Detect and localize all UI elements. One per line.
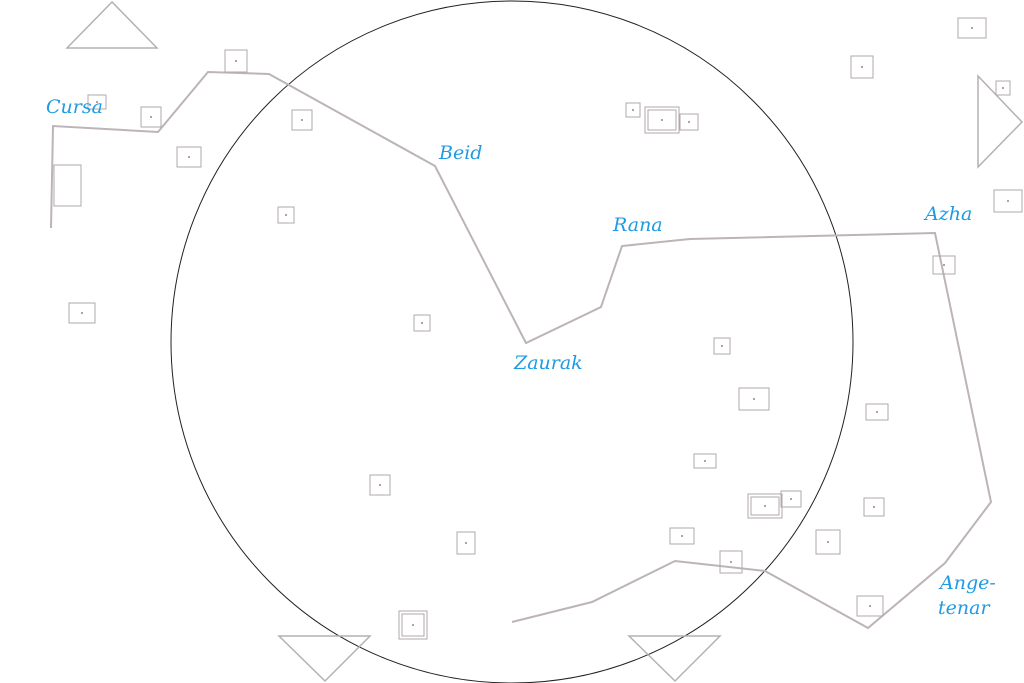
star-marker-icon[interactable]: [625, 102, 641, 118]
star-marker-icon[interactable]: [693, 453, 717, 469]
star-marker-icon[interactable]: [369, 474, 391, 496]
star-marker-icon[interactable]: [932, 255, 956, 275]
label-beid[interactable]: Beid: [438, 142, 482, 164]
star-marker-icon[interactable]: [993, 189, 1023, 213]
star-marker-icon[interactable]: [277, 206, 295, 224]
star-marker-icon[interactable]: [780, 490, 802, 508]
star-marker-icon[interactable]: [679, 113, 699, 131]
star-marker-icon[interactable]: [815, 529, 841, 555]
constellation-line-west: [50, 70, 993, 630]
label-angetenar-line1[interactable]: Ange-: [938, 572, 996, 594]
star-marker-icon[interactable]: [856, 595, 884, 617]
star-marker-icon[interactable]: [719, 550, 743, 574]
star-marker-icon[interactable]: [644, 106, 680, 134]
star-marker-icon[interactable]: [669, 527, 695, 545]
label-zaurak[interactable]: Zaurak: [513, 352, 583, 374]
star-marker-icon[interactable]: [176, 146, 202, 168]
star-marker-icon[interactable]: [738, 387, 770, 411]
label-cursa[interactable]: Cursa: [46, 96, 103, 118]
star-marker-icon[interactable]: [713, 337, 731, 355]
label-rana[interactable]: Rana: [612, 214, 663, 236]
star-marker-icon[interactable]: [224, 49, 248, 73]
triangle-marker-bottom-right-icon[interactable]: [627, 635, 722, 683]
star-marker-icon[interactable]: [68, 302, 96, 324]
star-marker-icon[interactable]: [995, 80, 1011, 96]
star-marker-icon[interactable]: [413, 314, 431, 332]
star-marker-icon[interactable]: [456, 531, 476, 555]
star-marker-icon[interactable]: [291, 109, 313, 131]
triangle-marker-bottom-left-icon[interactable]: [277, 635, 372, 683]
star-marker-icon[interactable]: [863, 497, 885, 517]
marker-rect: [53, 164, 82, 207]
triangle-marker-right-icon[interactable]: [977, 74, 1024, 169]
star-marker-icon[interactable]: [398, 610, 428, 640]
label-azha[interactable]: Azha: [923, 203, 972, 225]
label-angetenar-line2[interactable]: tenar: [938, 597, 991, 619]
star-marker-icon[interactable]: [865, 403, 889, 421]
star-marker-icon[interactable]: [747, 493, 783, 519]
star-marker-icon[interactable]: [957, 17, 987, 39]
field-of-view-circle: [170, 0, 854, 683]
star-marker-icon[interactable]: [87, 94, 107, 110]
triangle-marker-top-icon[interactable]: [65, 0, 159, 49]
star-marker-icon[interactable]: [140, 106, 162, 128]
star-markers: [68, 17, 1023, 640]
star-marker-icon[interactable]: [850, 55, 874, 79]
